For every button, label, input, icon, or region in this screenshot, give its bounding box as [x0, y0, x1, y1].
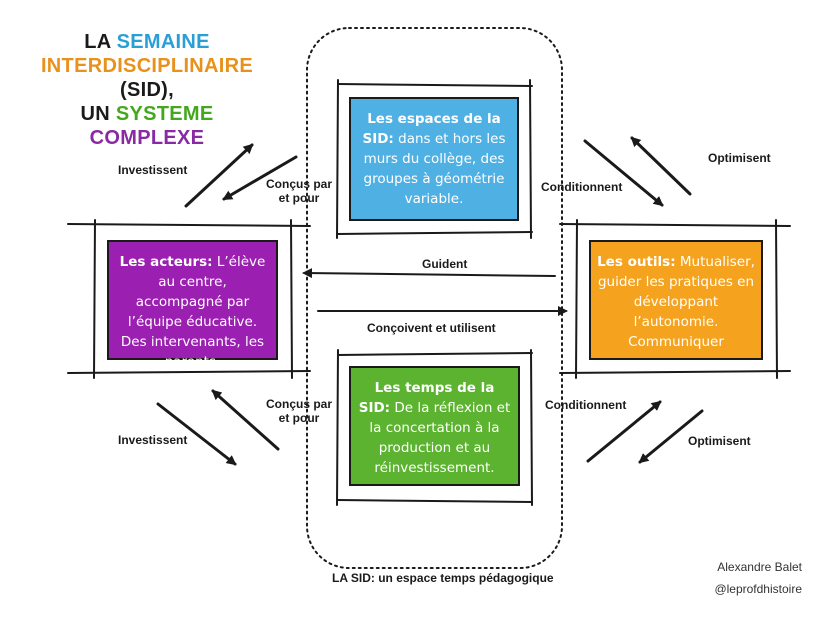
footer-caption: LA SID: un espace temps pédagogique	[332, 571, 554, 585]
label-concus-bottom-line2: et pour	[278, 411, 320, 425]
espaces-heading: Les espaces de la SID:	[362, 111, 501, 147]
label-investissent-bottom: Investissent	[118, 433, 188, 447]
espaces-body: dans et hors les murs du collège, des gr…	[363, 131, 506, 207]
label-concus-top-line2: et pour	[278, 191, 320, 205]
label-conditionnent-bottom: Conditionnent	[545, 398, 627, 412]
guident-arrow	[302, 268, 556, 279]
title-word: SYSTEME	[115, 103, 214, 125]
label-concus-bottom: Conçus par et pour	[266, 397, 332, 425]
outils-box: Les outils: Mutualiser, guider les prati…	[589, 240, 763, 360]
optimisent-bottom-arrow	[638, 409, 704, 464]
outils-body: Mutualiser, guider les pratiques en déve…	[597, 254, 755, 350]
concus-top-arrow	[222, 155, 298, 201]
label-conditionnent-top: Conditionnent	[541, 180, 623, 194]
title-word: COMPLEXE	[89, 127, 205, 149]
acteurs-body: L’élève au centre, accompagné par l’équi…	[120, 254, 266, 370]
title-word: INTERDISCIPLINAIRE	[40, 55, 254, 77]
label-concus-top: Conçus par et pour	[266, 177, 332, 205]
diagram-title: LA SEMAINE INTERDISCIPLINAIRE (SID), UN …	[22, 30, 272, 150]
temps-frame	[336, 349, 533, 506]
label-guident: Guident	[422, 257, 468, 271]
author-credit: Alexandre Balet @leprofdhistoire	[714, 556, 802, 600]
investissent-bottom-arrow	[156, 402, 237, 466]
acteurs-heading: Les acteurs:	[119, 254, 213, 270]
espaces-box: Les espaces de la SID: dans et hors les …	[349, 97, 519, 221]
title-word: UN	[80, 103, 110, 125]
label-optimisent-top: Optimisent	[708, 151, 771, 165]
central-dotted-frame	[306, 27, 563, 569]
concus-bottom-arrow	[211, 389, 280, 451]
title-word: LA	[84, 31, 111, 53]
optimisent-top-arrow	[630, 136, 692, 196]
label-optimisent-bottom: Optimisent	[688, 434, 751, 448]
espaces-frame	[336, 79, 533, 239]
label-concoivent: Conçoivent et utilisent	[367, 321, 496, 335]
author-handle: @leprofdhistoire	[714, 582, 802, 596]
label-concus-top-line1: Conçus par	[266, 177, 333, 191]
title-word: SEMAINE	[116, 31, 210, 53]
acteurs-frame	[67, 219, 311, 379]
temps-box: Les temps de la SID: De la réflexion et …	[349, 366, 520, 486]
outils-frame	[559, 219, 791, 379]
title-word: (SID),	[119, 79, 175, 101]
conditionnent-bottom-arrow	[586, 400, 662, 463]
label-concus-bottom-line1: Conçus par	[266, 397, 333, 411]
acteurs-box: Les acteurs: L’élève au centre, accompag…	[107, 240, 278, 370]
temps-heading: Les temps de la SID:	[358, 380, 495, 416]
investissent-top-arrow	[184, 143, 254, 208]
outils-heading: Les outils:	[597, 254, 676, 270]
conditionnent-top-arrow	[583, 139, 664, 207]
label-investissent-top: Investissent	[118, 163, 188, 177]
temps-body: De la réflexion et la concertation à la …	[369, 400, 511, 476]
author-name: Alexandre Balet	[717, 560, 802, 574]
